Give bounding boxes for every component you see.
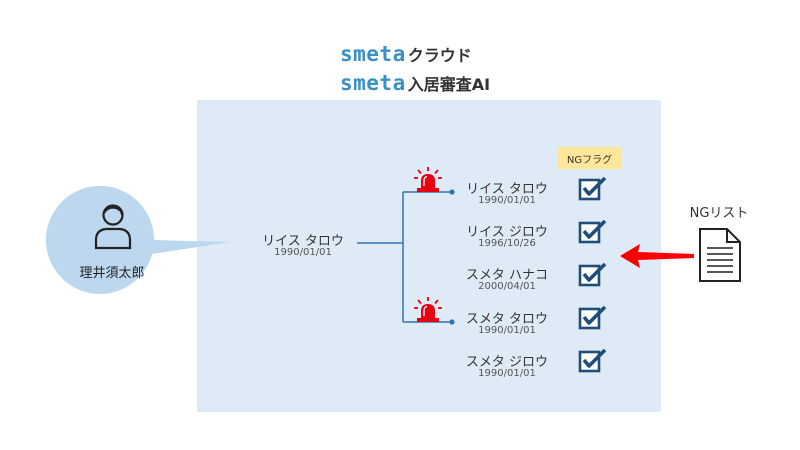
ng-list-label: NGリスト: [689, 206, 749, 221]
document-icon: [699, 228, 741, 282]
alert-siren-icon: [414, 167, 442, 192]
brand-line-screening: smeta 入居審査AI: [340, 71, 490, 95]
query-name: リイス タロウ: [262, 234, 344, 249]
arrow-left-icon: [620, 244, 694, 268]
result-name: スメタ タロウ: [465, 312, 549, 327]
checked-checkbox-icon[interactable]: [578, 262, 608, 288]
brand-logo-text: smeta: [340, 71, 406, 95]
applicant-speech-bubble: [46, 186, 230, 294]
checked-checkbox-icon[interactable]: [578, 305, 608, 331]
applicant-name: 理井須太郎: [79, 266, 145, 281]
result-date: 1990/01/01: [478, 368, 536, 379]
brand-line-cloud: smeta クラウド: [340, 42, 472, 66]
person-icon: [94, 204, 132, 250]
ng-flag-header: NGフラグ: [557, 147, 622, 169]
checked-checkbox-icon[interactable]: [578, 219, 608, 245]
result-name: スメタ ハナコ: [465, 268, 549, 283]
checked-checkbox-icon[interactable]: [578, 176, 608, 202]
result-date: 1990/01/01: [478, 195, 536, 206]
brand-product-name: クラウド: [407, 46, 472, 65]
brand-logo-text: smeta: [340, 42, 406, 66]
query-date: 1990/01/01: [274, 247, 332, 258]
checked-checkbox-icon[interactable]: [578, 348, 608, 374]
alert-siren-icon: [414, 297, 442, 322]
result-name: スメタ ジロウ: [465, 355, 549, 370]
result-date: 1990/01/01: [478, 325, 536, 336]
result-date: 1996/10/26: [478, 238, 536, 249]
brand-product-name: 入居審査AI: [407, 75, 491, 94]
result-date: 2000/04/01: [478, 281, 536, 292]
result-name: リイス ジロウ: [466, 225, 548, 240]
result-name: リイス タロウ: [466, 182, 548, 197]
